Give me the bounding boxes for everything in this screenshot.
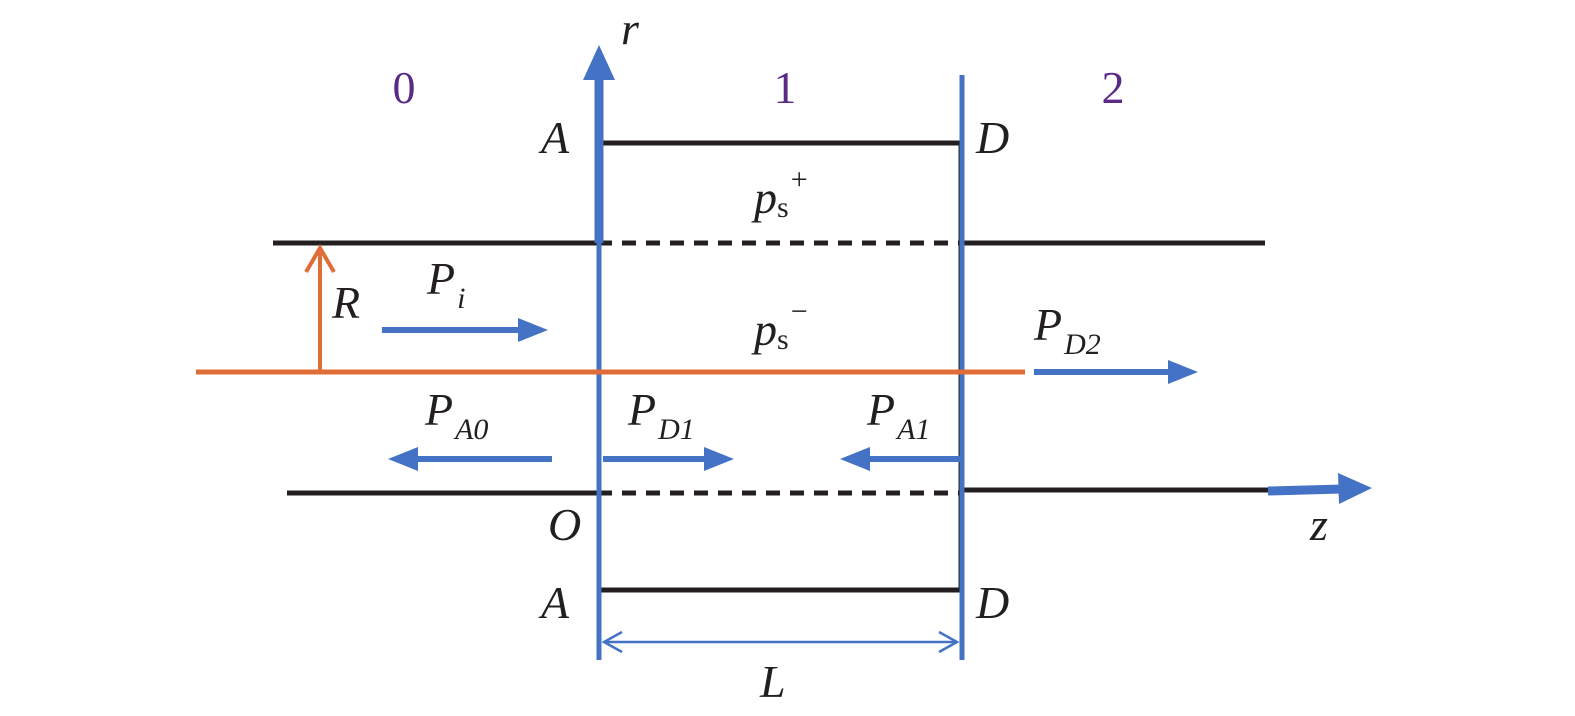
- length-arrow-right: [938, 630, 960, 654]
- pd1-label: PD1: [627, 384, 695, 446]
- ps-minus-main: p: [751, 304, 777, 355]
- ps-plus-main: p: [751, 172, 777, 223]
- pd2-arrowhead: [1168, 360, 1198, 384]
- ps-plus-sub: s: [777, 191, 789, 224]
- r-axis-arrowhead: [583, 45, 615, 80]
- ps-plus-label: ps+: [751, 163, 808, 224]
- pa0-label: PA0: [424, 384, 488, 446]
- pd1-sub: D1: [657, 413, 695, 446]
- pd2-main: P: [1033, 299, 1062, 350]
- pa1-label: PA1: [866, 384, 930, 446]
- pi-arrowhead: [518, 318, 548, 342]
- pa1-sub: A1: [895, 413, 930, 446]
- region-label-2: 2: [1102, 62, 1125, 113]
- pa0-main: P: [424, 384, 453, 435]
- pi-sub: i: [457, 282, 465, 315]
- point-label-a-top: A: [538, 112, 570, 163]
- ps-minus-label: ps−: [751, 295, 808, 356]
- pi-main: P: [426, 253, 455, 304]
- pd1-arrowhead: [704, 447, 734, 471]
- point-label-a-bottom: A: [538, 577, 570, 628]
- point-label-d-top: D: [975, 112, 1009, 163]
- ps-minus-sub: s: [777, 323, 789, 356]
- radius-arrowhead: [304, 244, 336, 274]
- z-axis-label: z: [1309, 499, 1328, 550]
- ps-minus-sup: −: [791, 295, 808, 328]
- pd2-sub: D2: [1063, 328, 1101, 361]
- z-axis-arrowhead: [1338, 473, 1372, 504]
- pa0-sub: A0: [453, 413, 488, 446]
- point-label-o: O: [548, 499, 581, 550]
- pd2-label: PD2: [1033, 299, 1101, 361]
- ps-plus-sup: +: [791, 163, 808, 196]
- pa1-arrowhead: [840, 447, 870, 471]
- point-label-d-bottom: D: [975, 577, 1009, 628]
- length-arrow-left: [601, 630, 623, 654]
- length-label: L: [759, 656, 786, 707]
- r-axis-label: r: [621, 3, 640, 54]
- region-label-1: 1: [774, 62, 797, 113]
- pa1-main: P: [866, 384, 895, 435]
- pd1-main: P: [627, 384, 656, 435]
- z-axis-shaft: [1267, 484, 1343, 496]
- radius-label: R: [331, 277, 360, 328]
- pa0-arrowhead: [388, 447, 418, 471]
- pi-label: Pi: [426, 253, 465, 315]
- region-label-0: 0: [393, 62, 416, 113]
